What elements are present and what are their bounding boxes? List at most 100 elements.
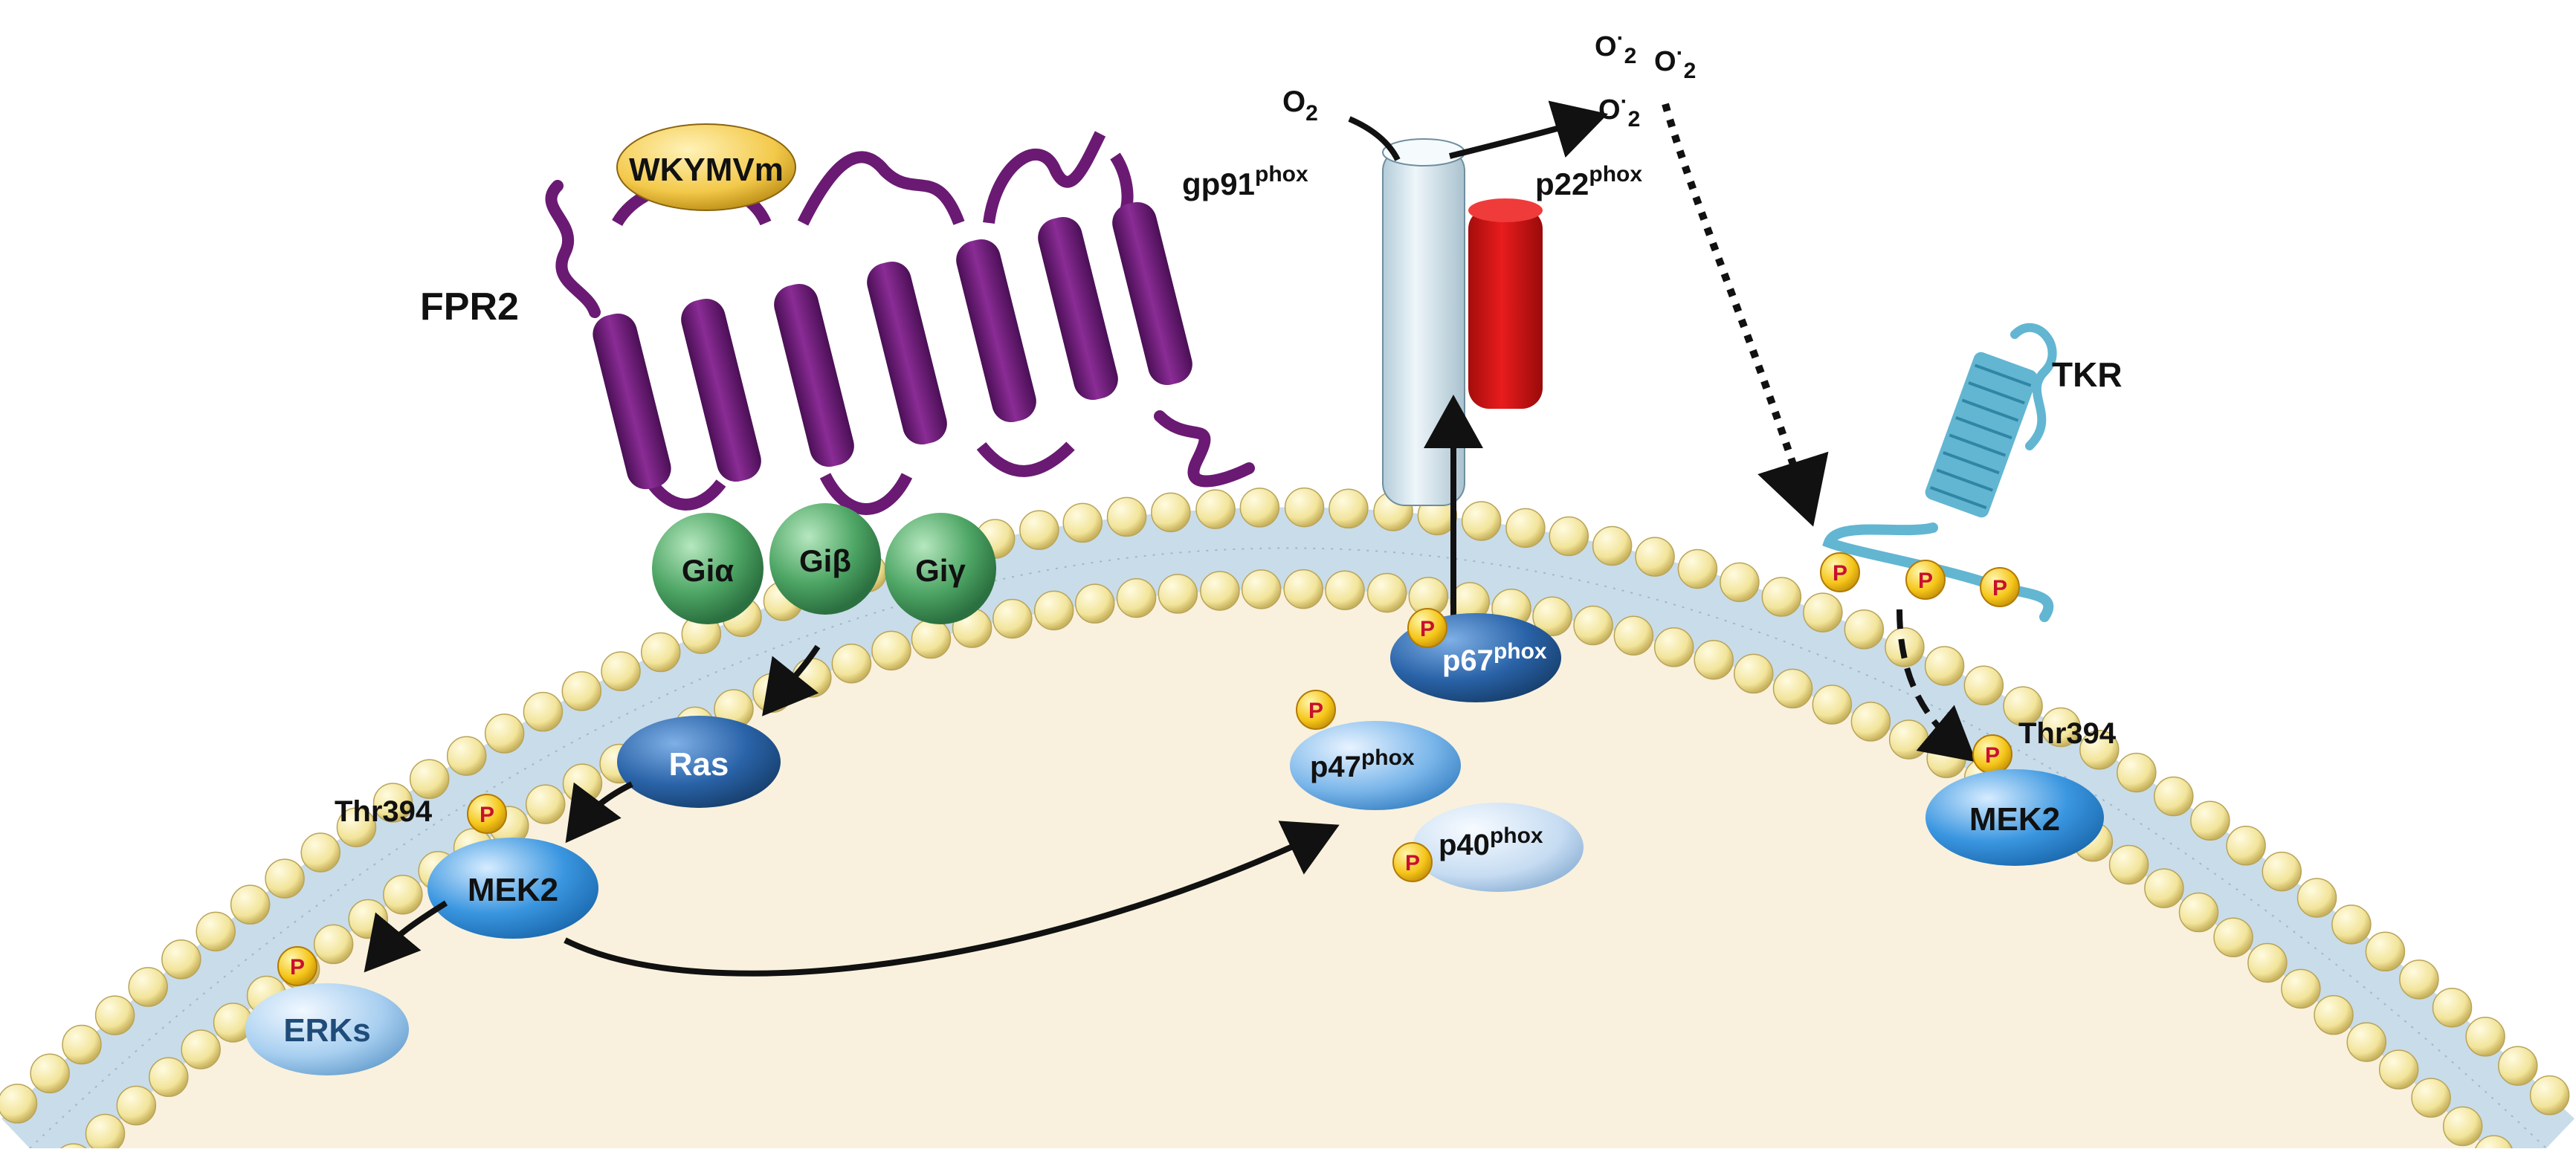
lipid-head: [1694, 640, 1734, 680]
lipid-head: [1019, 510, 1059, 550]
lipid-head: [1613, 615, 1654, 656]
lipid-head: [336, 807, 377, 847]
lipid-head: [265, 858, 305, 899]
ros-dotted-arrow: [1662, 103, 1829, 527]
lipid-head: [62, 1024, 102, 1065]
lipid-head: [196, 911, 236, 952]
lipid-head: [871, 630, 911, 671]
lipid-head: [1812, 685, 1853, 725]
lipid-head: [2365, 931, 2406, 972]
lipid-head: [2399, 960, 2439, 1000]
gi-beta: [769, 503, 881, 615]
oxygen-arrow: [1348, 116, 1401, 161]
lipid-head: [2247, 942, 2288, 983]
lipid-head: [2473, 1135, 2514, 1152]
svg-text:P: P: [1405, 851, 1420, 876]
lipid-head: [2178, 892, 2219, 933]
thr394-right-label: Thr394: [2018, 717, 2117, 750]
lipid-head: [2442, 1106, 2483, 1147]
svg-text:P: P: [1918, 569, 1933, 593]
lipid-head: [2041, 707, 2081, 748]
svg-text:P: P: [1985, 743, 2000, 768]
svg-text:P: P: [480, 803, 494, 827]
lipid-head: [1116, 577, 1157, 618]
lipid-head: [2154, 776, 2194, 817]
lipid-head: [1151, 492, 1191, 533]
gi-alpha: [652, 513, 764, 624]
erks-label: ERKs: [283, 1012, 370, 1049]
lipid-head: [2346, 1022, 2386, 1062]
lipid-head: [523, 691, 564, 732]
lipid-head: [2003, 686, 2043, 726]
lipid-head: [383, 874, 423, 915]
svg-text:P: P: [1420, 617, 1435, 641]
lipid-head: [2144, 868, 2184, 908]
lipid-head: [1532, 596, 1572, 636]
fpr2-receptor: [545, 131, 1255, 515]
lipid-head: [1888, 719, 1929, 760]
lipid-head: [1283, 569, 1324, 609]
lipid-head: [1734, 653, 1774, 694]
lipid-head: [230, 884, 271, 925]
p47phox-label: p47phox: [1310, 745, 1415, 783]
p47phox: [1290, 721, 1461, 810]
lipid-head: [128, 967, 168, 1007]
phospho-mek2-left: P: [467, 794, 507, 834]
p40phox-label: p40phox: [1439, 823, 1543, 861]
lipid-head: [2411, 1078, 2451, 1118]
lipid-head: [1106, 496, 1147, 537]
lipid-head: [752, 673, 793, 713]
lipid-head: [525, 784, 566, 824]
p22phox-label: p22phox: [1535, 162, 1642, 201]
lipid-head: [1033, 590, 1074, 631]
lipid-head: [0, 1084, 38, 1124]
lipid-head: [313, 924, 354, 965]
nox-complex: [1382, 138, 1543, 506]
lipid-head: [1461, 501, 1502, 541]
lipid-head: [85, 1113, 126, 1152]
lipid-head: [1195, 489, 1236, 529]
gp91phox-label: gp91phox: [1182, 162, 1308, 201]
lipid-head: [484, 713, 525, 754]
phospho-p47: P: [1296, 690, 1336, 730]
lipid-head: [2498, 1046, 2538, 1086]
lipid-head: [1924, 646, 1965, 686]
lipid-head: [1772, 668, 1813, 709]
lipid-head: [561, 671, 602, 711]
p67phox-label: p67phox: [1442, 639, 1547, 677]
lipid-head: [1963, 665, 2004, 706]
lipid-head: [1761, 577, 1802, 617]
lipid-head: [1592, 525, 1633, 566]
lipid-head: [1844, 609, 1885, 650]
lipid-head: [2296, 878, 2337, 918]
phospho-erks: P: [277, 946, 317, 986]
gi-alpha-label: Giα: [682, 553, 734, 588]
lipid-head: [640, 632, 681, 673]
mek2-left-label: MEK2: [468, 872, 558, 908]
tkr-phospho-sites: P P P: [1820, 552, 2020, 607]
lipid-head: [2432, 988, 2473, 1028]
lipid-head: [831, 644, 872, 684]
lipid-head: [372, 783, 413, 823]
lipid-head: [2190, 800, 2230, 841]
lipid-head: [149, 1057, 189, 1097]
lipid-head: [161, 939, 201, 980]
p22phox-subunit: [1468, 208, 1543, 409]
fpr2-label: FPR2: [420, 285, 519, 329]
p40phox: [1413, 803, 1584, 892]
phospho-p67: P: [1407, 608, 1447, 648]
tkr-receptor: [1822, 323, 2057, 622]
lipid-head: [1325, 570, 1365, 610]
lipid-head: [116, 1085, 157, 1126]
phospho-mek2-right: P: [1972, 734, 2012, 774]
lipid-head: [1366, 572, 1407, 613]
lipid-head: [601, 651, 641, 691]
ras-label: Ras: [669, 746, 729, 783]
gi-gamma-label: Giγ: [915, 553, 966, 588]
mek2-right: [1925, 769, 2104, 866]
lipid-head: [2314, 994, 2354, 1035]
oxygen-label: O2: [1282, 85, 1318, 126]
lipid-head: [1677, 549, 1718, 589]
svg-text:P: P: [1833, 561, 1847, 586]
